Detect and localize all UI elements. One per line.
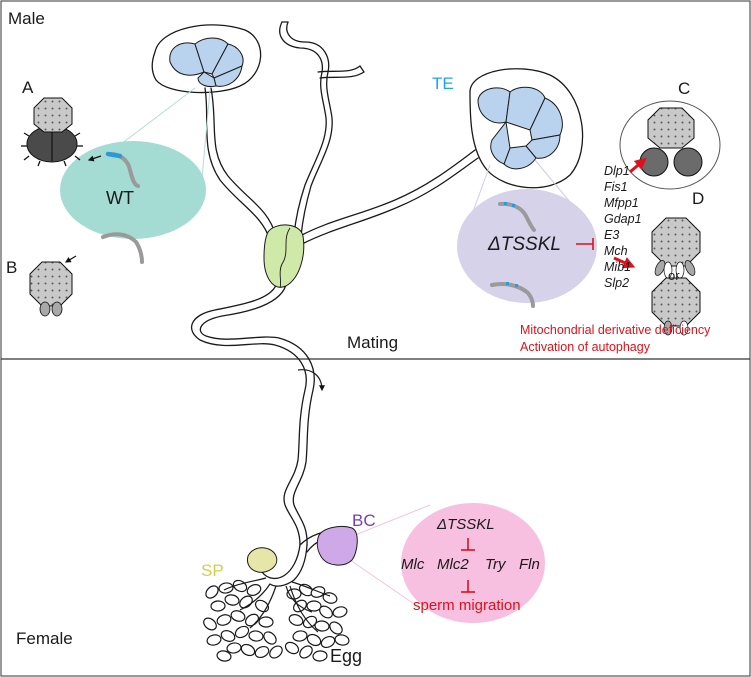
- egg-chamber: [246, 584, 262, 596]
- male-section-title: Male: [8, 9, 45, 28]
- egg-chamber: [306, 600, 322, 612]
- egg-chamber: [230, 610, 246, 622]
- mutant-sperm-top: [498, 201, 536, 232]
- right-testis-lobes: [477, 86, 563, 170]
- gene-item: Slp2: [604, 276, 630, 290]
- ovariole-stalk: [291, 581, 331, 597]
- egg-chamber: [288, 614, 304, 626]
- egg-chamber: [216, 650, 232, 662]
- egg-chamber: [329, 621, 343, 635]
- wt-bubble: [60, 141, 206, 239]
- female-inhibit-bars: [461, 538, 475, 593]
- gene-item: Mch: [604, 244, 628, 258]
- egg-chamber: [224, 594, 240, 606]
- egg-chamber: [206, 634, 222, 646]
- egg-chamber: [312, 650, 328, 662]
- outcome-autophagy: Activation of autophagy: [520, 340, 650, 354]
- egg-chamber: [332, 606, 348, 618]
- arrow-to-a: [87, 155, 102, 162]
- mutant-inhibit-bar: [576, 238, 594, 250]
- panel-a-figure: [21, 97, 83, 167]
- egg-chamber: [254, 645, 270, 659]
- egg-chamber: [240, 643, 256, 657]
- panel-d-label: D: [692, 189, 705, 208]
- red-arrow-to-d: [613, 256, 636, 269]
- female-gene-fln: Fln: [519, 556, 540, 573]
- egg-chamber: [203, 617, 217, 631]
- panel-d-or-label: or: [668, 268, 680, 283]
- panel-a-label: A: [22, 78, 34, 97]
- seminal-vesicle: [263, 224, 305, 288]
- egg-chamber: [218, 582, 234, 594]
- sp-label: SP: [201, 561, 224, 580]
- mutant-sperm-top-dots: [504, 202, 515, 207]
- egg-chamber: [210, 600, 226, 612]
- egg-chamber: [205, 585, 219, 599]
- gene-item: Mfpp1: [604, 196, 639, 210]
- spermatheca: [247, 547, 278, 573]
- wt-sperm-top-head: [105, 151, 123, 159]
- seminal-vesicle-lumen: [279, 227, 291, 289]
- wt-label: WT: [106, 188, 134, 208]
- egg-chamber: [263, 631, 277, 645]
- female-bubble: [401, 503, 545, 623]
- bc-label: BC: [352, 511, 376, 530]
- panel-b-label: B: [6, 258, 18, 277]
- egg-chamber: [269, 645, 283, 659]
- bursa-copulatrix: [316, 525, 358, 566]
- egg-label: Egg: [330, 646, 363, 666]
- egg-chamber: [226, 642, 242, 654]
- female-bubble-result: sperm migration: [413, 597, 521, 614]
- egg-chamber: [299, 645, 313, 659]
- gene-list: Dlp1 Fis1 Mfpp1 Gdap1 E3 Mch Mib1 Slp2: [604, 164, 644, 294]
- egg-chamber: [292, 630, 308, 642]
- wt-sperm-bottom: [101, 232, 144, 264]
- panel-d-figure: [651, 217, 701, 336]
- female-gene-try: Try: [485, 556, 506, 573]
- mutant-sperm-bottom: [490, 282, 535, 308]
- egg-chamber: [234, 625, 250, 639]
- mating-arrow: [297, 369, 325, 392]
- egg-cluster: [203, 577, 350, 662]
- egg-chamber: [319, 605, 333, 619]
- mutant-bubble: [457, 189, 597, 303]
- outcome-mitochondrial: Mitochondrial derivative deficiency: [520, 323, 711, 337]
- female-bubble-top: ΔTSSKL: [437, 516, 495, 533]
- gene-item: Fis1: [604, 180, 628, 194]
- egg-chamber: [314, 620, 330, 632]
- ovariole-stalk: [223, 577, 267, 591]
- ovariole-stalk: [239, 583, 271, 611]
- egg-chamber: [306, 633, 322, 647]
- gene-item: Mib1: [604, 260, 632, 274]
- testis-label: TE: [432, 74, 454, 93]
- red-arrow-to-c: [629, 157, 647, 174]
- female-gene-mlc2: Mlc2: [437, 556, 469, 573]
- ovariole-stalk: [289, 585, 319, 633]
- ovariole-stalk: [249, 585, 277, 629]
- egg-chamber: [220, 630, 236, 642]
- mating-label: Mating: [347, 333, 399, 352]
- gene-item: E3: [604, 228, 620, 242]
- egg-chamber: [320, 635, 336, 649]
- egg-chamber: [334, 634, 350, 646]
- egg-chamber: [284, 641, 300, 655]
- arrow-to-b: [64, 255, 77, 263]
- egg-chamber: [248, 630, 264, 642]
- bc-callout-lines: [349, 504, 431, 609]
- panel-b-figure: [29, 261, 73, 317]
- mutant-label: ΔTSSKL: [488, 234, 561, 255]
- female-gene-mlc: Mlc: [401, 556, 425, 573]
- mutant-sperm-bottom-dots: [506, 282, 518, 287]
- egg-chamber: [258, 616, 274, 628]
- gene-item: Dlp1: [604, 164, 630, 178]
- panel-c-label: C: [678, 79, 691, 98]
- gene-item: Gdap1: [604, 212, 642, 226]
- female-section-title: Female: [16, 629, 73, 648]
- egg-chamber: [216, 614, 232, 626]
- left-testis-lobes: [169, 37, 244, 87]
